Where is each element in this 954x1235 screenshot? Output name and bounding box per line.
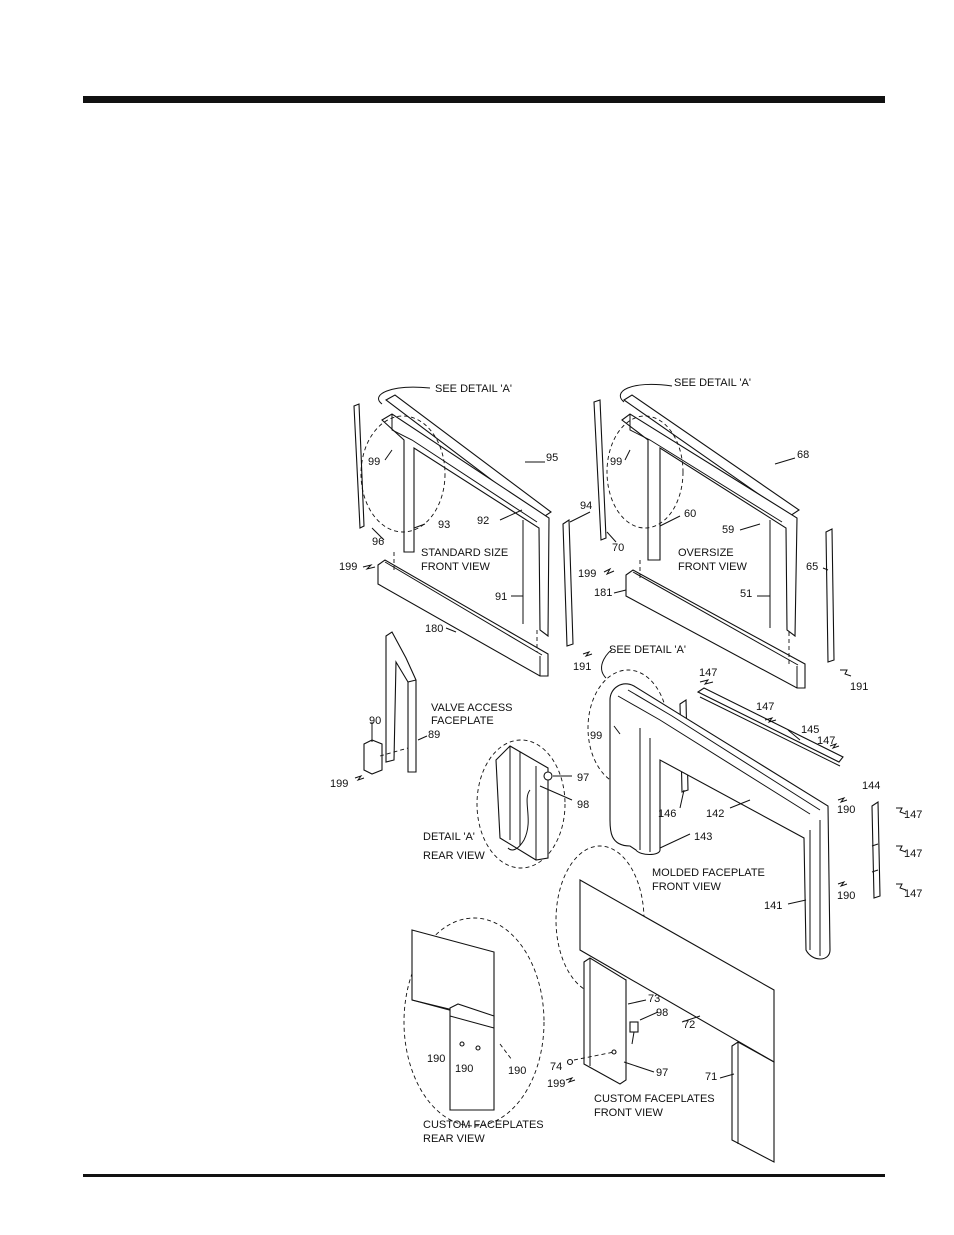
- part-number: 97: [577, 772, 589, 784]
- part-number: 90: [369, 715, 381, 727]
- custom-front-subtitle: FRONT VIEW: [594, 1107, 663, 1119]
- part-number: 190: [837, 804, 855, 816]
- part-number: 190: [837, 890, 855, 902]
- part-number: 68: [797, 449, 809, 461]
- part-number: 72: [683, 1019, 695, 1031]
- valve-access-faceplate: [354, 631, 428, 781]
- part-number: 70: [612, 542, 624, 554]
- see-detail-a-label: SEE DETAIL 'A': [674, 377, 751, 389]
- custom-faceplates-rear-view: [403, 917, 545, 1127]
- part-number: 99: [590, 730, 602, 742]
- part-number: 97: [656, 1067, 668, 1079]
- standard-size-subtitle: FRONT VIEW: [421, 561, 490, 573]
- part-number: 144: [862, 780, 880, 792]
- part-number: 199: [578, 568, 596, 580]
- part-number: 89: [428, 729, 440, 741]
- part-number: 147: [904, 809, 922, 821]
- detail-a-title: DETAIL 'A': [423, 831, 475, 843]
- detail-a-subtitle: REAR VIEW: [423, 850, 485, 862]
- standard-size-title: STANDARD SIZE: [421, 547, 508, 559]
- part-number: 143: [694, 831, 712, 843]
- molded-faceplate-subtitle: FRONT VIEW: [652, 881, 721, 893]
- part-number: 95: [546, 452, 558, 464]
- part-number: 199: [547, 1078, 565, 1090]
- detail-a-rear-view: [476, 739, 573, 869]
- part-number: 94: [580, 500, 592, 512]
- oversize-assembly: [582, 383, 852, 689]
- part-number: 74: [550, 1061, 562, 1073]
- custom-front-title: CUSTOM FACEPLATES: [594, 1093, 715, 1105]
- part-number: 51: [740, 588, 752, 600]
- part-number: 190: [508, 1065, 526, 1077]
- part-number: 147: [817, 735, 835, 747]
- part-number: 141: [764, 900, 782, 912]
- part-number: 99: [610, 456, 622, 468]
- part-number: 60: [684, 508, 696, 520]
- part-number: 91: [495, 591, 507, 603]
- part-number: 191: [850, 681, 868, 693]
- part-number: 73: [648, 993, 660, 1005]
- part-number: 180: [425, 623, 443, 635]
- part-number: 199: [339, 561, 357, 573]
- see-detail-a-label: SEE DETAIL 'A': [609, 644, 686, 656]
- part-number: 92: [477, 515, 489, 527]
- part-number-callouts: 95 99 93 92 96 199 91 180 94 68 99 60 59…: [330, 449, 922, 1090]
- molded-faceplate-title: MOLDED FACEPLATE: [652, 867, 765, 879]
- part-number: 65: [806, 561, 818, 573]
- view-labels: SEE DETAIL 'A' SEE DETAIL 'A' SEE DETAIL…: [421, 377, 765, 1145]
- part-number: 190: [455, 1063, 473, 1075]
- part-number: 71: [705, 1071, 717, 1083]
- part-number: 147: [904, 848, 922, 860]
- part-number: 190: [427, 1053, 445, 1065]
- part-number: 145: [801, 724, 819, 736]
- part-number: 142: [706, 808, 724, 820]
- see-detail-a-label: SEE DETAIL 'A': [435, 383, 512, 395]
- part-number: 96: [372, 536, 384, 548]
- part-number: 147: [904, 888, 922, 900]
- part-number: 98: [577, 799, 589, 811]
- oversize-subtitle: FRONT VIEW: [678, 561, 747, 573]
- custom-rear-title: CUSTOM FACEPLATES: [423, 1119, 544, 1131]
- molded-faceplate-assembly: [587, 649, 907, 960]
- valve-access-subtitle: FACEPLATE: [431, 715, 494, 727]
- custom-faceplates-front-view: [555, 845, 775, 1163]
- oversize-title: OVERSIZE: [678, 547, 734, 559]
- footer-rule: [83, 1174, 885, 1177]
- custom-rear-subtitle: REAR VIEW: [423, 1133, 485, 1145]
- part-number: 181: [594, 587, 612, 599]
- part-number: 191: [573, 661, 591, 673]
- part-number: 99: [368, 456, 380, 468]
- standard-size-assembly: [353, 386, 591, 677]
- part-number: 199: [330, 778, 348, 790]
- part-number: 98: [656, 1007, 668, 1019]
- part-number: 147: [756, 701, 774, 713]
- part-number: 146: [658, 808, 676, 820]
- part-number: 147: [699, 667, 717, 679]
- part-number: 93: [438, 519, 450, 531]
- part-number: 59: [722, 524, 734, 536]
- valve-access-title: VALVE ACCESS: [431, 702, 513, 714]
- header-rule: [83, 96, 885, 103]
